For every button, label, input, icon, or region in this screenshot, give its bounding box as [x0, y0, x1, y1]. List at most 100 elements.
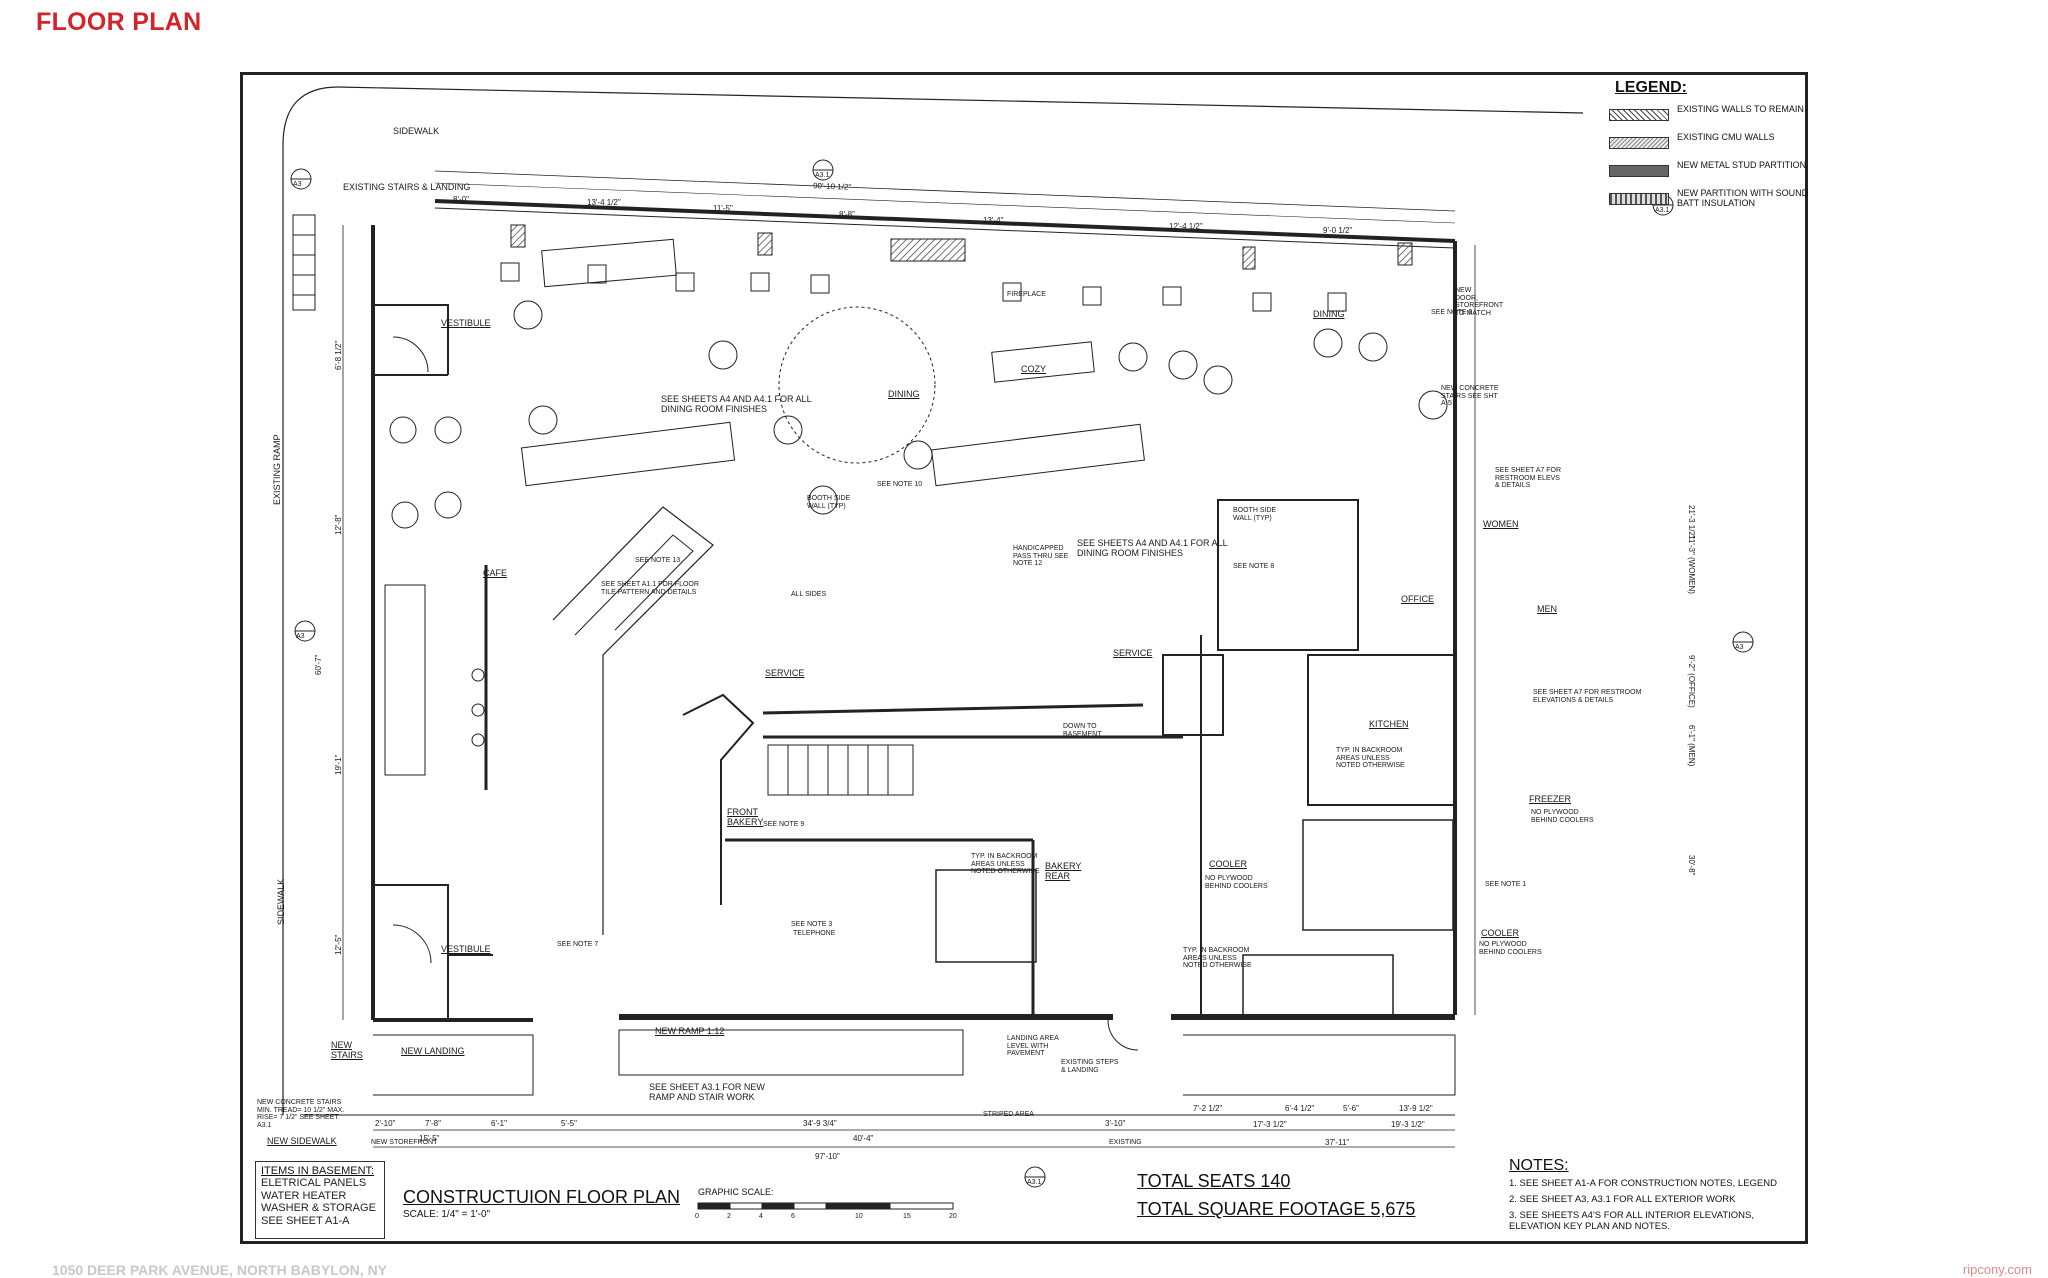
label-all-sides: ALL SIDES [791, 591, 827, 598]
label-no-plywood-3: NO PLYWOOD BEHIND COOLERS [1479, 941, 1542, 956]
north-wall-inner [434, 207, 1456, 249]
legend-title: LEGEND: [1615, 79, 1687, 96]
dim-top-seg-6: 12'-4 1/2" [1169, 222, 1203, 231]
label-cafe: CAFE [483, 568, 508, 578]
label-restroom-note-lower: SEE SHEET A7 FOR RESTROOM ELEVATIONS & D… [1533, 689, 1642, 704]
basement-item: WATER HEATER [261, 1189, 347, 1202]
dim-bottom-seg-6: 3'-10" [1105, 1119, 1126, 1128]
label-cooler-mid: COOLER [1209, 859, 1248, 869]
front-bakery-walls [682, 693, 755, 905]
section-marker-bottom [1024, 1166, 1046, 1188]
label-see-note-8: SEE NOTE 8 [1233, 563, 1275, 570]
floor-plan-sheet: LEGEND: EXISTING WALLS TO REMAIN EXISTIN… [240, 72, 1808, 1244]
label-new-door: NEW DOOR, STOREFRONT TO MATCH [1455, 287, 1503, 318]
total-square-footage: TOTAL SQUARE FOOTAGE 5,675 [1137, 1199, 1416, 1219]
dim-bottom-seg-5: 34'-9 3/4" [803, 1119, 837, 1128]
dim-top-seg-1: 8'-0" [453, 195, 469, 204]
office-room [1162, 654, 1224, 736]
property-line [282, 86, 1584, 1115]
dim-left-seg-5: 12'-5" [334, 934, 343, 955]
label-telephone: TELEPHONE [793, 930, 836, 937]
basement-stair [767, 744, 914, 796]
dim-top-seg-3: 11'-5" [713, 204, 733, 213]
label-down-to-basement: DOWN TO BASEMENT [1063, 723, 1102, 738]
total-seats: TOTAL SEATS 140 [1137, 1171, 1291, 1191]
section-marker-top [812, 159, 834, 181]
legend-label: EXISTING WALLS TO REMAIN [1677, 104, 1804, 114]
dim-bottom-seg-1: 2'-10" [375, 1119, 396, 1128]
dim-right-seg-1: 21'-3 1/2" [1687, 505, 1696, 539]
basement-items-title: ITEMS IN BASEMENT: [261, 1165, 375, 1177]
note-item-1: 1. SEE SHEET A1-A FOR CONSTRUCTION NOTES… [1509, 1178, 1777, 1189]
label-kitchen: KITCHEN [1369, 719, 1409, 729]
scale-tick-6: 6 [791, 1213, 795, 1220]
booth-row-right-a [991, 341, 1095, 383]
dim-bottom-seg-4: 5'-5" [561, 1119, 577, 1128]
label-men: MEN [1537, 604, 1557, 614]
dim-bottom-sub-5: 37'-11" [1325, 1138, 1350, 1147]
legend-label: NEW PARTITION WITH SOUND BATT INSULATION [1677, 188, 1809, 208]
freezer-box [1302, 819, 1454, 931]
door-swing-1 [392, 336, 429, 373]
vestibule-top-walls [373, 304, 449, 376]
existing-ramp-right [1183, 1034, 1456, 1096]
vestibule-bottom-walls [373, 884, 493, 1020]
label-cooler-right: COOLER [1481, 928, 1520, 938]
label-booth-side-wall-1: BOOTH SIDE WALL (TYP) [807, 495, 851, 510]
booth-row-left-a [541, 238, 677, 288]
dim-top-seg-4: 8'-8" [839, 210, 855, 219]
legend-swatch-batt [1609, 193, 1669, 205]
scale-tick-15: 15 [903, 1213, 911, 1220]
label-see-note-7: SEE NOTE 7 [557, 941, 599, 948]
fireplace-wall [890, 238, 966, 262]
label-service-left: SERVICE [765, 668, 805, 678]
label-new-concrete-stairs-right: NEW CONCRETE STAIRS SEE SHT A-5 [1441, 385, 1499, 408]
label-see-note-6: SEE NOTE 6 [1431, 309, 1473, 316]
label-backroom-note-3: TYP. IN BACKROOM AREAS UNLESS NOTED OTHE… [1183, 947, 1252, 970]
dim-top-seg-2: 13'-4 1/2" [587, 198, 621, 207]
label-new-stairs: NEW STAIRS [331, 1040, 363, 1060]
label-bakery-rear: BAKERY REAR [1045, 861, 1082, 881]
label-see-a11: SEE SHEET A1.1 FOR FLOOR TILE PATTERN AN… [601, 581, 699, 596]
cooler-mid [935, 869, 1037, 963]
new-landing [373, 1034, 534, 1096]
section-label-left: A3 [296, 633, 305, 640]
dim-top-seg-5: 13'-4" [983, 216, 1004, 225]
dim-bottom-seg-7: 7'-2 1/2" [1193, 1104, 1223, 1113]
label-finishes-left: SEE SHEETS A4 AND A4.1 FOR ALL DINING RO… [661, 394, 812, 414]
booth-row-left-b [520, 421, 736, 487]
scale-tick-4: 4 [759, 1213, 763, 1220]
section-label-top: A3.1 [815, 172, 830, 179]
legend-swatch-solid [1609, 165, 1669, 177]
label-new-landing: NEW LANDING [401, 1046, 465, 1056]
dim-right-seg-2: 11'-3" (WOMEN) [1687, 535, 1696, 594]
dim-left-seg-1: 6'-8 1/2" [334, 340, 343, 370]
label-finishes-right: SEE SHEETS A4 AND A4.1 FOR ALL DINING RO… [1077, 538, 1228, 558]
cozy-circle [778, 306, 936, 464]
dim-right-seg-4: 6'-1" (MEN) [1687, 725, 1696, 767]
cafe-counter [384, 584, 426, 776]
label-dining-left: DINING [888, 389, 920, 399]
label-sidewalk-left: SIDEWALK [276, 878, 286, 925]
section-label-topleft: A3 [293, 181, 302, 188]
dim-bottom-seg-3: 6'-1" [491, 1119, 507, 1128]
section-label-right: A3 [1735, 644, 1744, 651]
dim-top [434, 170, 1456, 212]
label-existing-stairs: EXISTING STAIRS & LANDING [343, 182, 471, 192]
footer-website[interactable]: ripcony.com [1962, 1262, 2032, 1277]
label-vestibule-top: VESTIBULE [441, 318, 491, 328]
section-marker-left [294, 620, 316, 642]
floor-plan-drawing [282, 86, 1754, 1210]
label-sidewalk-top: SIDEWALK [393, 126, 440, 136]
basement-items-box: ITEMS IN BASEMENT: ELETRICAL PANELS WATE… [255, 1161, 385, 1239]
basement-item: SEE SHEET A1-A [261, 1214, 350, 1227]
dining-tables [389, 300, 1448, 747]
service-counter [552, 506, 714, 935]
men-room [1307, 654, 1456, 806]
legend-label: EXISTING CMU WALLS [1677, 132, 1775, 142]
basement-item: WASHER & STORAGE [261, 1202, 376, 1215]
note-item-3: 3. SEE SHEETS A4'S FOR ALL INTERIOR ELEV… [1509, 1210, 1755, 1232]
cooler-right [1242, 954, 1394, 1016]
label-see-note-13: SEE NOTE 13 [635, 557, 681, 564]
label-no-plywood-2: NO PLYWOOD BEHIND COOLERS [1531, 809, 1594, 824]
